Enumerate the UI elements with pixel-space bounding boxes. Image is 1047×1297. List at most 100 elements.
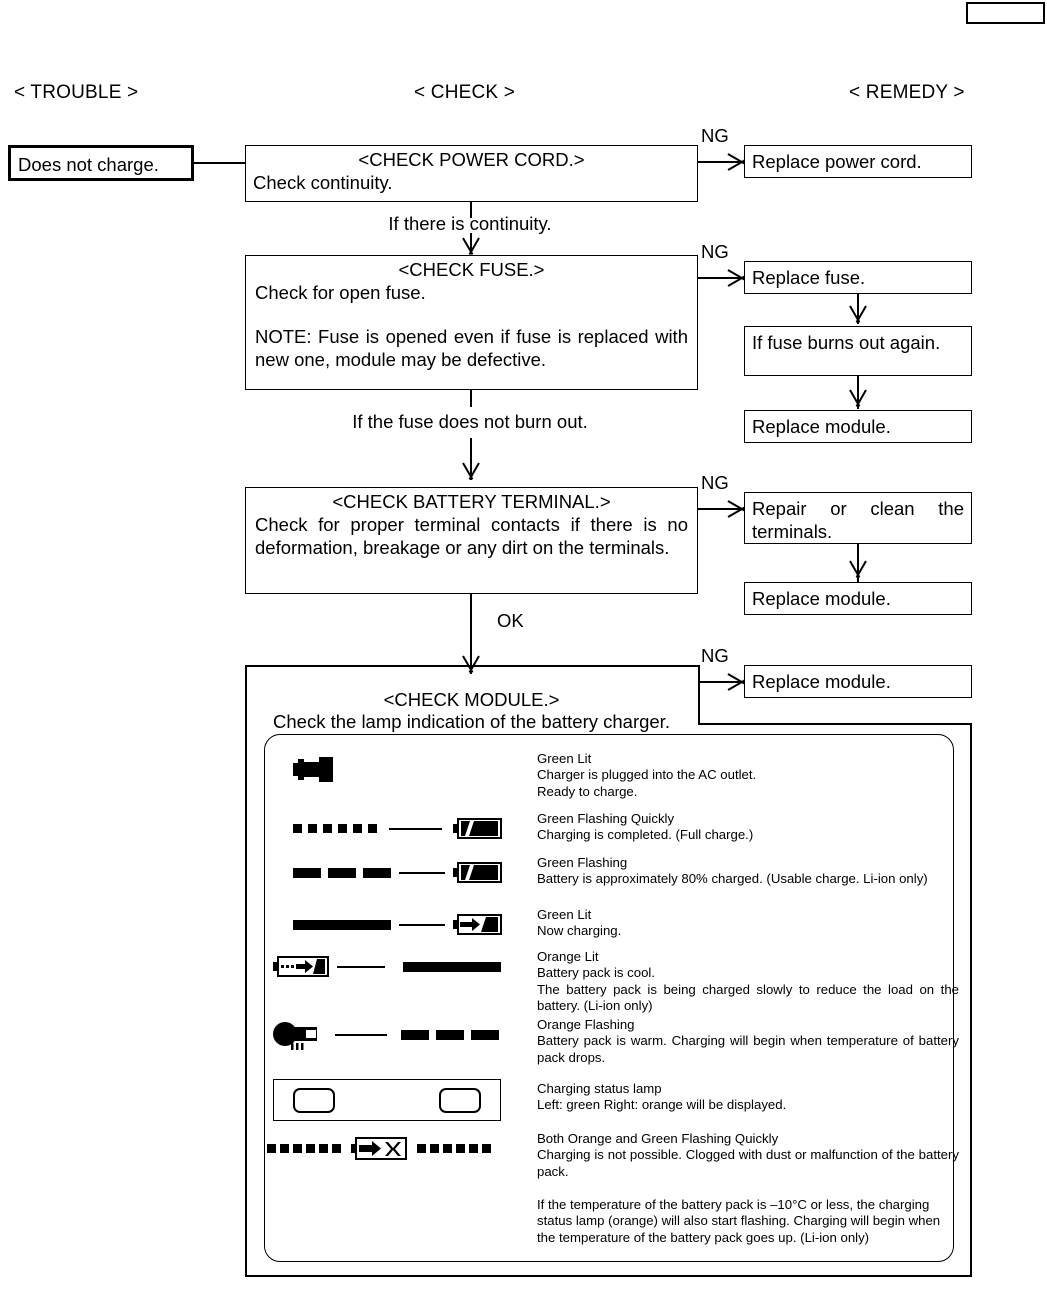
label-ng-check1: NG (701, 125, 729, 146)
column-heading-check: < CHECK > (414, 82, 516, 103)
check-box-power-cord-title: <CHECK POWER CORD.> (358, 149, 585, 170)
lamp-row: Green Flashing Quickly Charging is compl… (265, 811, 953, 853)
ac-plug-icon (293, 755, 533, 789)
remedy-box-replace-module-fuse: Replace module. (744, 410, 972, 443)
lamp-row-line: Left: green Right: orange will be displa… (537, 1097, 787, 1113)
arrowhead-down-to-module-fuse (847, 390, 869, 408)
lamp-row-heading: Both Orange and Green Flashing Quickly (537, 1131, 779, 1146)
check-box-battery-terminal-title: <CHECK BATTERY TERMINAL.> (332, 491, 611, 512)
lamp-row-line: The battery pack is being charged slowly… (537, 981, 959, 1014)
check-box-fuse: <CHECK FUSE.> Check for open fuse. NOTE:… (245, 255, 698, 390)
check-box-module-body: Check the lamp indication of the battery… (273, 711, 670, 732)
solid-bar-battery-charging-icon (293, 909, 533, 943)
lamp-row: Green Flashing Battery is approximately … (265, 855, 953, 907)
connector-check2-ng (698, 277, 744, 279)
remedy-box-replace-module-module-label: Replace module. (752, 671, 891, 692)
remedy-box-replace-fuse-label: Replace fuse. (752, 267, 866, 288)
label-ng-check3: NG (701, 472, 729, 493)
lamp-row-line: Charging is completed. (Full charge.) (537, 827, 754, 843)
remedy-box-replace-module-terminal-label: Replace module. (752, 588, 891, 609)
lamp-row: Green Lit Now charging. (265, 907, 953, 949)
remedy-box-if-fuse-burns-again: If fuse burns out again. (744, 326, 972, 376)
lamp-row-line: Battery pack is cool. (537, 965, 656, 981)
lamp-row: Orange Lit Battery pack is cool. The bat… (265, 949, 959, 1013)
lamp-row-line: Now charging. (537, 923, 622, 939)
lamp-row-text: Green Lit Now charging. (537, 907, 959, 940)
check-box-fuse-title: <CHECK FUSE.> (398, 259, 545, 280)
lamp-row-text: Charging status lamp Left: green Right: … (537, 1081, 959, 1114)
connector-check3-ng (698, 508, 744, 510)
label-ok: OK (497, 610, 524, 631)
remedy-box-replace-module-terminal: Replace module. (744, 582, 972, 615)
lamp-row: Charging status lamp Left: green Right: … (265, 1077, 953, 1127)
connector-check2-down-b (470, 438, 472, 480)
lamp-row: Both Orange and Green Flashing Quickly C… (265, 1131, 959, 1183)
column-heading-remedy: < REMEDY > (849, 82, 965, 103)
lamp-row-text: Both Orange and Green Flashing Quickly C… (537, 1131, 959, 1180)
remedy-box-replace-module-module: Replace module. (744, 665, 972, 698)
lamp-table-footnote: If the temperature of the battery pack i… (537, 1197, 941, 1245)
battery-slow-charge-solid-bar-icon (273, 951, 513, 985)
lamp-row-line: Battery is approximately 80% charged. (U… (537, 871, 928, 887)
lamp-row: Green Lit Charger is plugged into the AC… (265, 751, 953, 807)
lamp-row-line: Ready to charge. (537, 783, 638, 799)
connector-check1-ng (698, 161, 744, 163)
connector-check2-down-a (470, 390, 472, 407)
label-ng-check4: NG (701, 645, 729, 666)
module-box-edge-top (245, 665, 700, 667)
trouble-box-label: Does not charge. (18, 154, 159, 175)
connector-check1-down-a (470, 202, 472, 218)
arrowhead-down-to-check2 (460, 238, 482, 256)
arrowhead-down-to-burns (847, 306, 869, 324)
connector-check3-down (470, 594, 472, 674)
lamp-row-heading: Orange Lit (537, 949, 599, 964)
lamp-row-text: Green Flashing Battery is approximately … (537, 855, 959, 888)
module-box-edge-step (698, 723, 972, 725)
lamp-row-heading: Green Flashing Quickly (537, 811, 675, 826)
lamp-row-heading: Green Lit (537, 907, 592, 922)
lamp-row-line: Charger is plugged into the AC outlet. (537, 767, 757, 783)
check-box-fuse-note: NOTE: Fuse is opened even if fuse is rep… (255, 326, 688, 370)
remedy-box-replace-module-fuse-label: Replace module. (752, 416, 891, 437)
lamp-row: Orange Flashing Battery pack is warm. Ch… (265, 1017, 959, 1075)
lamp-row-heading: Green Lit (537, 751, 592, 766)
remedy-box-repair-terminals: Repair or clean the terminals. (744, 492, 972, 544)
remedy-box-replace-fuse: Replace fuse. (744, 261, 972, 294)
column-heading-trouble: < TROUBLE > (14, 82, 139, 103)
slow-flash-battery-full-icon (293, 857, 533, 891)
check-box-battery-terminal-body: Check for proper terminal contacts if th… (255, 514, 688, 558)
arrowhead-down-to-module-terminal (847, 561, 869, 579)
check-box-power-cord: <CHECK POWER CORD.> Check continuity. (245, 145, 698, 202)
trouble-box-does-not-charge: Does not charge. (8, 145, 194, 181)
connector-trouble-to-check1 (194, 162, 246, 164)
lamp-indication-panel: Green Lit Charger is plugged into the AC… (264, 734, 959, 1262)
lamp-row-text: Green Lit Charger is plugged into the AC… (537, 751, 959, 800)
module-box-edge-bottom (245, 1275, 972, 1277)
remedy-box-replace-power-cord-label: Replace power cord. (752, 151, 922, 172)
charging-status-lamp-icon (273, 1077, 513, 1121)
check-box-power-cord-body: Check continuity. (253, 172, 393, 193)
remedy-box-replace-power-cord: Replace power cord. (744, 145, 972, 178)
lamp-row-text: Orange Lit Battery pack is cool. The bat… (537, 949, 959, 1015)
label-if-fuse-ok: If the fuse does not burn out. (352, 411, 588, 432)
battery-error-x-icon (267, 1133, 507, 1167)
remedy-box-repair-terminals-label: Repair or clean the terminals. (752, 498, 964, 542)
module-box-edge-left (245, 665, 247, 1277)
check-box-fuse-body: Check for open fuse. (255, 282, 426, 303)
lamp-row-text: Orange Flashing Battery pack is warm. Ch… (537, 1017, 959, 1066)
page-number-box (966, 2, 1045, 24)
module-box-edge-right-upper (698, 665, 700, 725)
module-box-edge-right-lower (970, 723, 972, 1277)
connector-check4-ng (700, 681, 744, 683)
remedy-box-if-fuse-burns-again-label: If fuse burns out again. (752, 332, 941, 353)
check-box-module-title: <CHECK MODULE.> (383, 689, 560, 710)
lamp-row-line: Battery pack is warm. Charging will begi… (537, 1033, 959, 1065)
label-ng-check2: NG (701, 241, 729, 262)
lamp-row-heading: Orange Flashing (537, 1017, 635, 1032)
lamp-row-heading: Green Flashing (537, 855, 628, 870)
check-box-battery-terminal: <CHECK BATTERY TERMINAL.> Check for prop… (245, 487, 698, 594)
fast-flash-battery-full-icon (293, 813, 533, 847)
thermometer-flash-icon (273, 1019, 513, 1053)
arrowhead-down-to-check3 (460, 463, 482, 481)
lamp-row-line: Charging is not possible. Clogged with d… (537, 1147, 959, 1179)
